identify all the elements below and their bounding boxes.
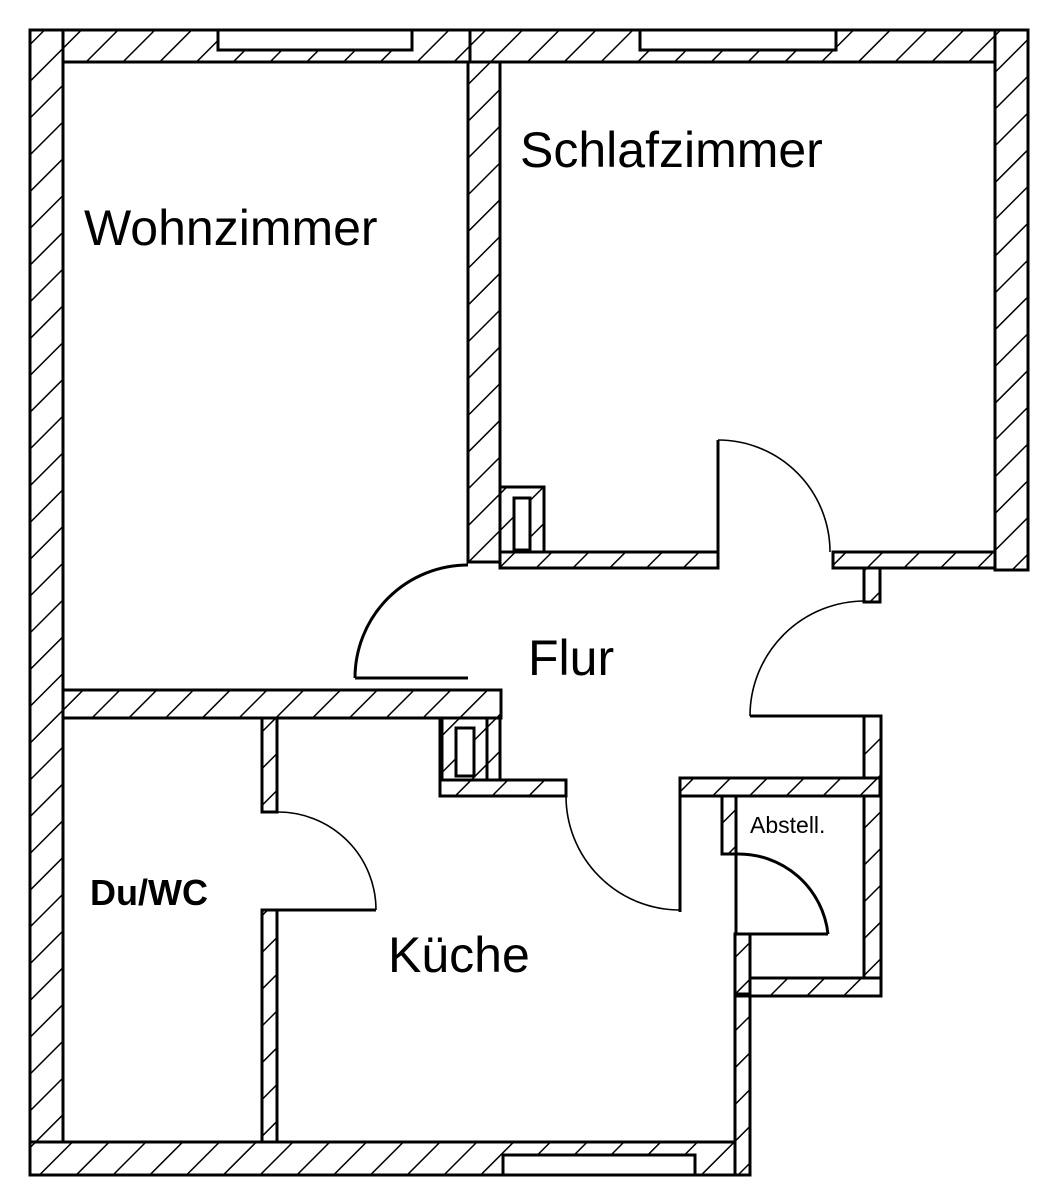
room-labels: Wohnzimmer Schlafzimmer Flur Du/WC Küche… [84, 122, 825, 983]
label-flur: Flur [528, 630, 614, 686]
doors [262, 439, 867, 936]
window-schlafzimmer [638, 28, 838, 52]
label-kueche: Küche [388, 927, 530, 983]
label-schlafzimmer: Schlafzimmer [520, 122, 823, 178]
window-wohnzimmer [216, 28, 414, 52]
windows [216, 28, 838, 1177]
label-du-wc: Du/WC [90, 872, 208, 913]
door-schlafzimmer [717, 439, 831, 553]
label-abstell: Abstell. [750, 812, 825, 838]
label-wohnzimmer: Wohnzimmer [84, 200, 378, 256]
interior-walls [61, 60, 997, 1144]
exterior-walls [28, 28, 1030, 1177]
window-kueche [501, 1153, 697, 1177]
